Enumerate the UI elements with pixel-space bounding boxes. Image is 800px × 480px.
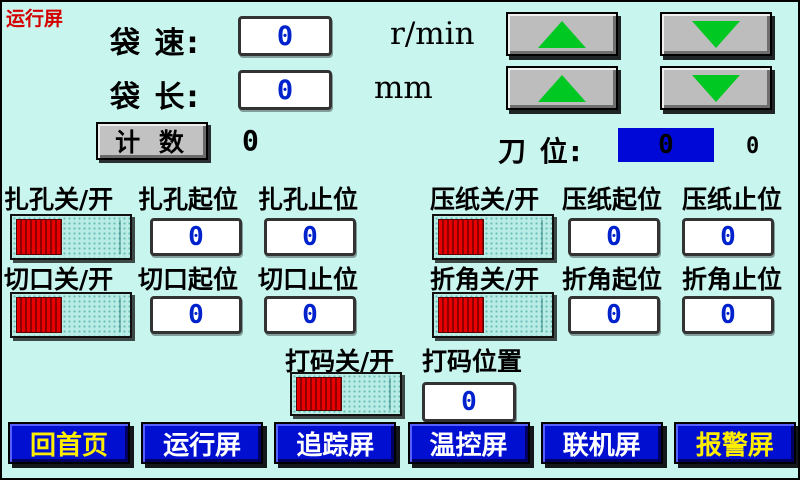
punch-stop-field[interactable]: 0 (264, 218, 356, 256)
press-toggle-switch[interactable] (432, 214, 554, 260)
nav-home-button[interactable]: 回首页 (8, 422, 130, 464)
fold-stop-label: 折角止位 (682, 265, 783, 294)
nav-bar: 回首页 运行屏 追踪屏 温控屏 联机屏 报警屏 (2, 422, 798, 472)
cut-stop-label: 切口止位 (258, 265, 359, 294)
bag-speed-unit: r/min (390, 16, 475, 52)
press-toggle-label: 压纸关/开 (430, 185, 540, 214)
nav-temp-control-screen-button[interactable]: 温控屏 (407, 422, 530, 464)
count-value: 0 (242, 124, 259, 157)
page-title: 运行屏 (6, 8, 64, 30)
fold-start-field[interactable]: 0 (568, 296, 660, 334)
nav-tracking-screen-button[interactable]: 追踪屏 (274, 422, 397, 464)
cut-start-label: 切口起位 (138, 265, 239, 294)
punch-start-field[interactable]: 0 (150, 218, 242, 256)
bag-speed-label: 袋 速: (110, 26, 201, 61)
punch-start-label: 扎孔起位 (138, 185, 239, 214)
toggle-on-indicator (438, 219, 484, 255)
bag-length-label: 袋 长: (110, 80, 201, 115)
press-stop-label: 压纸止位 (682, 185, 783, 214)
code-position-label: 打码位置 (422, 347, 523, 376)
bag-length-down-button[interactable] (660, 66, 772, 110)
bag-length-up-button[interactable] (506, 66, 618, 110)
count-button[interactable]: 计 数 (96, 122, 208, 160)
fold-stop-field[interactable]: 0 (682, 296, 774, 334)
nav-alarm-screen-button[interactable]: 报警屏 (673, 422, 796, 464)
bag-length-field[interactable]: 0 (238, 70, 332, 110)
knife-position-aux-value: 0 (746, 134, 760, 159)
fold-toggle-label: 折角关/开 (430, 265, 540, 294)
press-stop-field[interactable]: 0 (682, 218, 774, 256)
nav-run-screen-button[interactable]: 运行屏 (141, 422, 264, 464)
bag-speed-up-button[interactable] (506, 12, 618, 56)
code-position-field[interactable]: 0 (422, 382, 516, 422)
down-arrow-icon (692, 20, 740, 48)
up-arrow-icon (538, 20, 586, 48)
cut-stop-field[interactable]: 0 (264, 296, 356, 334)
code-toggle-label: 打码关/开 (285, 347, 395, 376)
cut-toggle-label: 切口关/开 (4, 265, 114, 294)
knife-position-label: 刀 位: (498, 135, 583, 168)
bag-length-unit: mm (374, 70, 433, 106)
toggle-on-indicator (16, 219, 62, 255)
toggle-on-indicator (296, 377, 342, 411)
down-arrow-icon (692, 74, 740, 102)
fold-toggle-switch[interactable] (432, 292, 554, 338)
knife-position-field[interactable]: 0 (618, 128, 714, 162)
press-start-label: 压纸起位 (562, 185, 663, 214)
code-toggle-switch[interactable] (290, 372, 402, 416)
toggle-on-indicator (16, 297, 62, 333)
up-arrow-icon (538, 74, 586, 102)
nav-online-screen-button[interactable]: 联机屏 (540, 422, 663, 464)
punch-toggle-label: 扎孔关/开 (4, 185, 114, 214)
bag-speed-down-button[interactable] (660, 12, 772, 56)
toggle-on-indicator (438, 297, 484, 333)
press-start-field[interactable]: 0 (568, 218, 660, 256)
fold-start-label: 折角起位 (562, 265, 663, 294)
bag-speed-field[interactable]: 0 (238, 16, 332, 56)
cut-start-field[interactable]: 0 (150, 296, 242, 334)
punch-stop-label: 扎孔止位 (258, 185, 359, 214)
cut-toggle-switch[interactable] (10, 292, 132, 338)
punch-toggle-switch[interactable] (10, 214, 132, 260)
